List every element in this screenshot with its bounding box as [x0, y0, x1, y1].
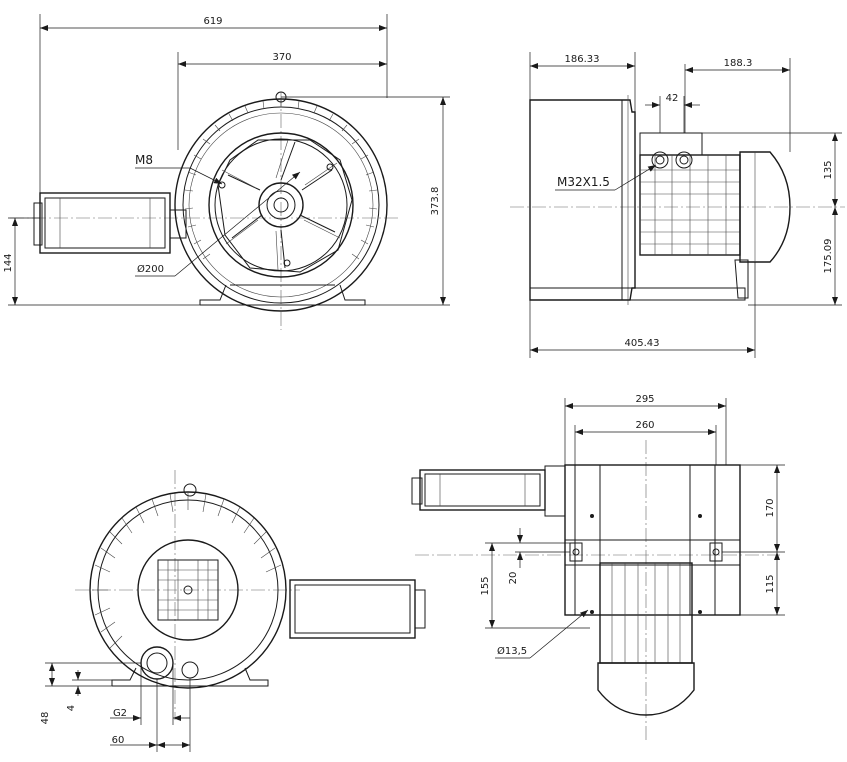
dim-60: 60 [112, 735, 125, 746]
front-fins [184, 99, 378, 260]
dim-295: 295 [635, 394, 654, 405]
front-view: 619 370 373.8 144 M8 Ø200 [3, 14, 450, 330]
dim-42: 42 [666, 93, 679, 104]
label-g2: G2 [113, 708, 127, 719]
dim-4: 4 [66, 705, 77, 711]
side-motor-fins [640, 155, 740, 255]
dim-20: 20 [508, 572, 519, 585]
dim-48: 48 [40, 712, 51, 725]
dim-115: 115 [765, 574, 776, 593]
dim-170: 170 [765, 498, 776, 517]
dim-175-09: 175.09 [823, 239, 834, 274]
dim-144: 144 [3, 253, 14, 272]
dim-405-43: 405.43 [625, 338, 660, 349]
dim-188-3: 188.3 [724, 58, 753, 69]
label-m32: M32X1.5 [557, 175, 610, 189]
top-view: 295 260 170 115 155 20 Ø13,5 [411, 394, 785, 740]
side-view: 186.33 188.3 42 M32X1.5 135 175.09 405.4… [510, 52, 845, 358]
dim-135: 135 [823, 160, 834, 179]
dim-186-33: 186.33 [565, 54, 600, 65]
rear-grille [158, 560, 218, 620]
label-diameter-13-5: Ø13,5 [497, 645, 527, 657]
label-m8: M8 [135, 153, 153, 167]
label-diameter-200: Ø200 [137, 263, 164, 275]
dim-260: 260 [635, 420, 654, 431]
rear-view: 48 4 G2 60 [40, 470, 426, 752]
rear-fins [92, 492, 282, 649]
dim-619: 619 [203, 16, 222, 27]
dim-155: 155 [480, 576, 491, 595]
dim-373-8: 373.8 [430, 187, 441, 216]
dim-370: 370 [272, 52, 291, 63]
